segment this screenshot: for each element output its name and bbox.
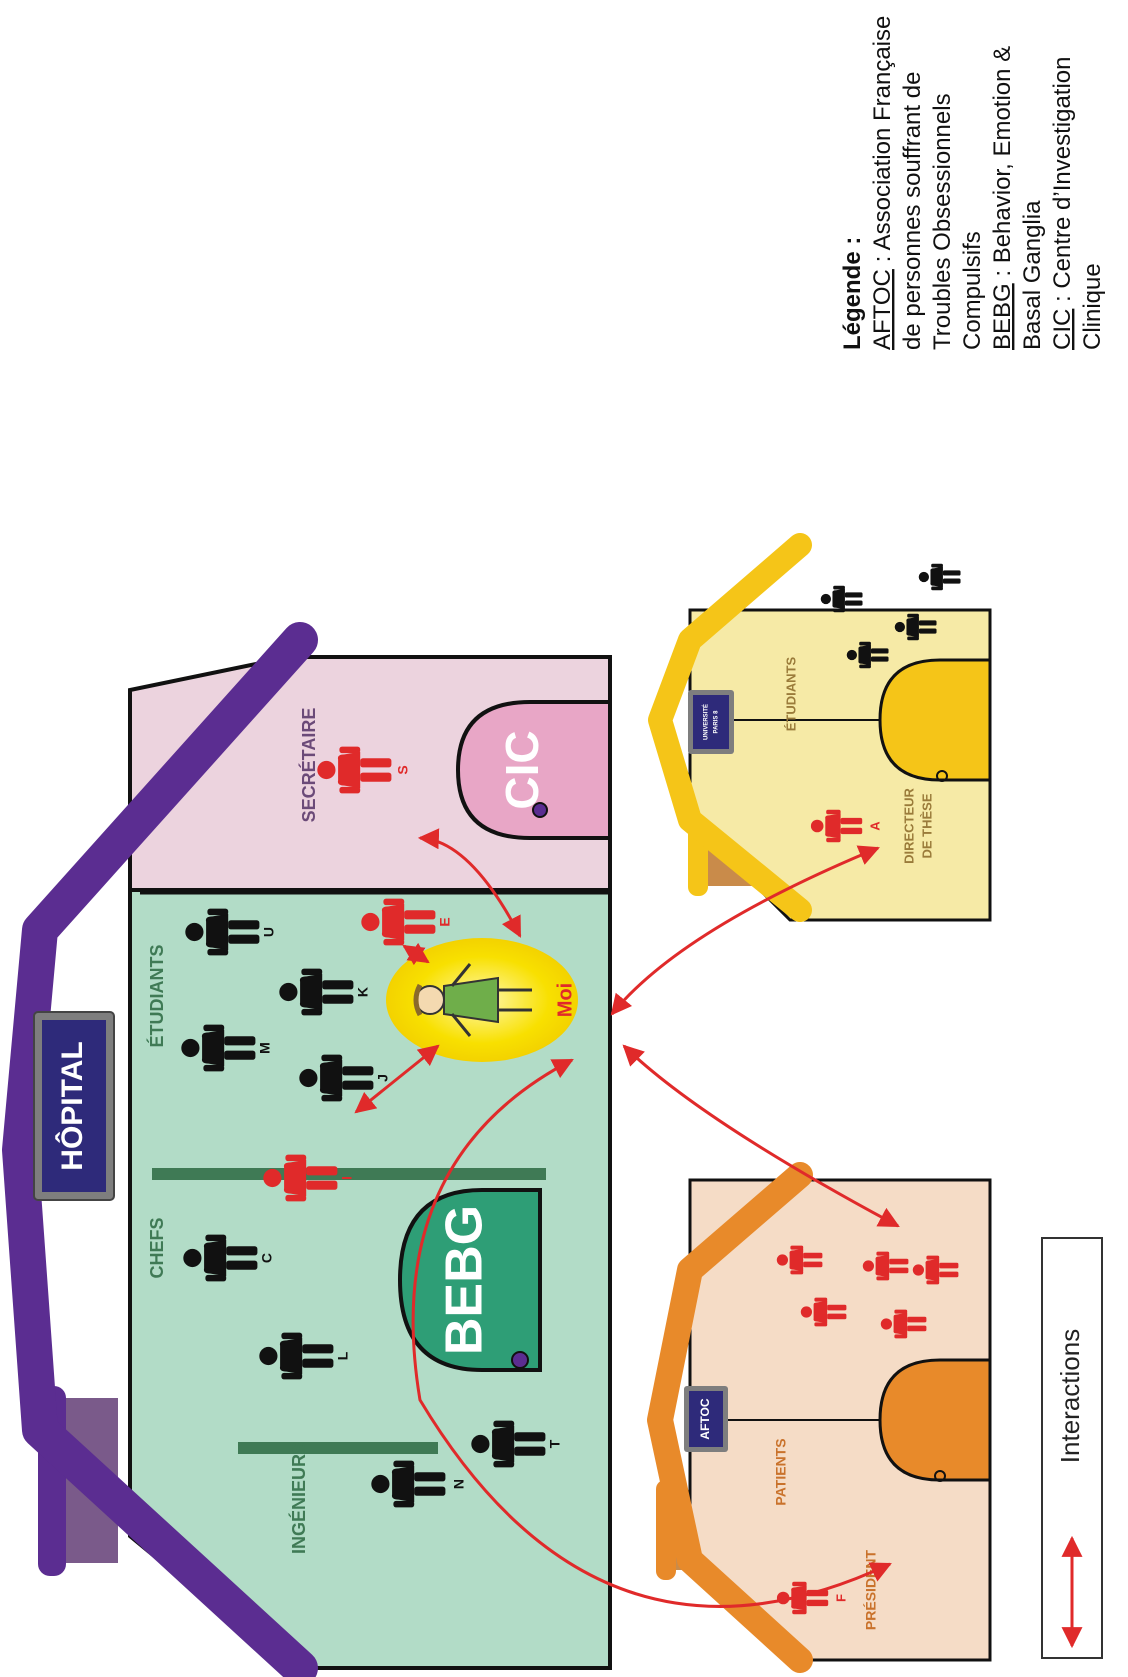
legend-bebg-abbr: BEBG: [989, 283, 1016, 350]
aftoc-door-knob: [934, 1470, 946, 1482]
legend-bebg-line2: Basal Ganglia: [1019, 200, 1046, 350]
svg-text:K: K: [355, 987, 371, 997]
legend-title: Légende :: [839, 237, 866, 350]
student: [918, 563, 961, 591]
legend-aftoc-line1: AFTOC : Association Française: [869, 16, 896, 350]
universite-sign-line2: PARIS 8: [714, 710, 720, 734]
person-K: K: [279, 968, 371, 1016]
aftoc-door[interactable]: [878, 1358, 992, 1482]
person-F: F: [776, 1581, 848, 1615]
legend-aftoc-line3: Troubles Obsessionnels: [929, 93, 956, 350]
legend-cic-abbr: CIC: [1049, 309, 1076, 350]
legend-cic-line1: CIC : Centre d’Investigation: [1049, 57, 1076, 350]
svg-text:S: S: [395, 765, 411, 774]
person-M: M: [181, 1024, 273, 1072]
section-etudiants-universite: ÉTUDIANTS: [783, 656, 798, 731]
svg-text:I: I: [339, 1176, 355, 1180]
moi-label: Moi: [554, 983, 576, 1017]
universite-sign-line1: UNIVERSITÉ: [702, 704, 710, 740]
cic-door-knob: [532, 802, 548, 818]
legend-bebg-def: : Behavior, Emotion &: [989, 46, 1016, 283]
universite-door[interactable]: [878, 658, 992, 782]
legend: Légende : AFTOC : Association Française …: [839, 16, 1106, 350]
aftoc-sign-text: AFTOC: [698, 1398, 712, 1439]
legend-cic-def: : Centre d’Investigation: [1049, 57, 1076, 309]
bebg-door-label: BEBG: [436, 1205, 494, 1355]
hospital-roof: [2, 622, 318, 1677]
hospital-sign: HÔPITAL: [33, 1011, 115, 1201]
cic-door[interactable]: CIC: [455, 700, 612, 840]
svg-text:F: F: [833, 1594, 848, 1602]
universite-sign: UNIVERSITÉ PARIS 8: [688, 690, 734, 754]
svg-text:T: T: [547, 1439, 563, 1448]
person-L: L: [259, 1332, 351, 1380]
interactions-key: Interactions: [1041, 1237, 1103, 1659]
legend-aftoc-line4: Compulsifs: [959, 231, 986, 350]
aftoc-sign: AFTOC: [684, 1386, 728, 1452]
svg-text:M: M: [257, 1042, 273, 1054]
section-patients: PATIENTS: [773, 1438, 789, 1505]
legend-bebg-line1: BEBG : Behavior, Emotion &: [989, 46, 1016, 350]
cic-door-label: CIC: [496, 730, 548, 809]
svg-text:N: N: [451, 1479, 467, 1489]
arrow-moi-E: [402, 942, 430, 966]
svg-text:J: J: [375, 1074, 391, 1082]
person-N: N: [371, 1460, 467, 1508]
person-I: I: [263, 1154, 355, 1202]
arrow-moi-S: [417, 828, 522, 938]
legend-aftoc-abbr: AFTOC: [869, 269, 896, 350]
interaction-arrows: [354, 828, 900, 1608]
section-secretaire: SECRÉTAIRE: [298, 708, 319, 823]
section-directeur-line1: DIRECTEUR: [901, 787, 916, 863]
moi-highlight: Moi: [386, 938, 578, 1062]
arrow-moi-A: [610, 845, 880, 1016]
svg-text:U: U: [261, 927, 277, 937]
person-A: A: [810, 809, 882, 843]
person-U: U: [185, 908, 277, 956]
svg-text:C: C: [259, 1253, 275, 1263]
section-directeur-line2: DE THÈSE: [919, 793, 934, 858]
legend-aftoc-line2: de personnes souffrant de: [899, 72, 926, 350]
universite-door-knob: [936, 770, 948, 782]
person-C: C: [183, 1234, 275, 1282]
hospital-sign-text: HÔPITAL: [55, 1041, 89, 1170]
legend-aftoc-def: : Association Française: [869, 16, 896, 269]
arrow-moi-F: [411, 1058, 892, 1608]
section-president: PRÉSIDENT: [863, 1549, 879, 1630]
svg-text:A: A: [867, 821, 882, 831]
section-ingenieurs: INGÉNIEURS: [288, 1442, 309, 1554]
key-label: Interactions: [1055, 1329, 1085, 1463]
arrow-moi-I: [354, 1044, 440, 1114]
moi-figure: [413, 963, 532, 1037]
svg-text:L: L: [335, 1351, 351, 1360]
legend-cic-line2: Clinique: [1079, 263, 1106, 350]
bebg-door[interactable]: BEBG: [397, 1188, 542, 1372]
person-S: S: [317, 746, 411, 794]
svg-text:E: E: [437, 917, 453, 926]
section-chefs: CHEFS: [147, 1217, 167, 1278]
section-etudiants-hospital: ÉTUDIANTS: [146, 945, 167, 1048]
bebg-door-knob: [511, 1351, 529, 1369]
student: [820, 585, 863, 613]
